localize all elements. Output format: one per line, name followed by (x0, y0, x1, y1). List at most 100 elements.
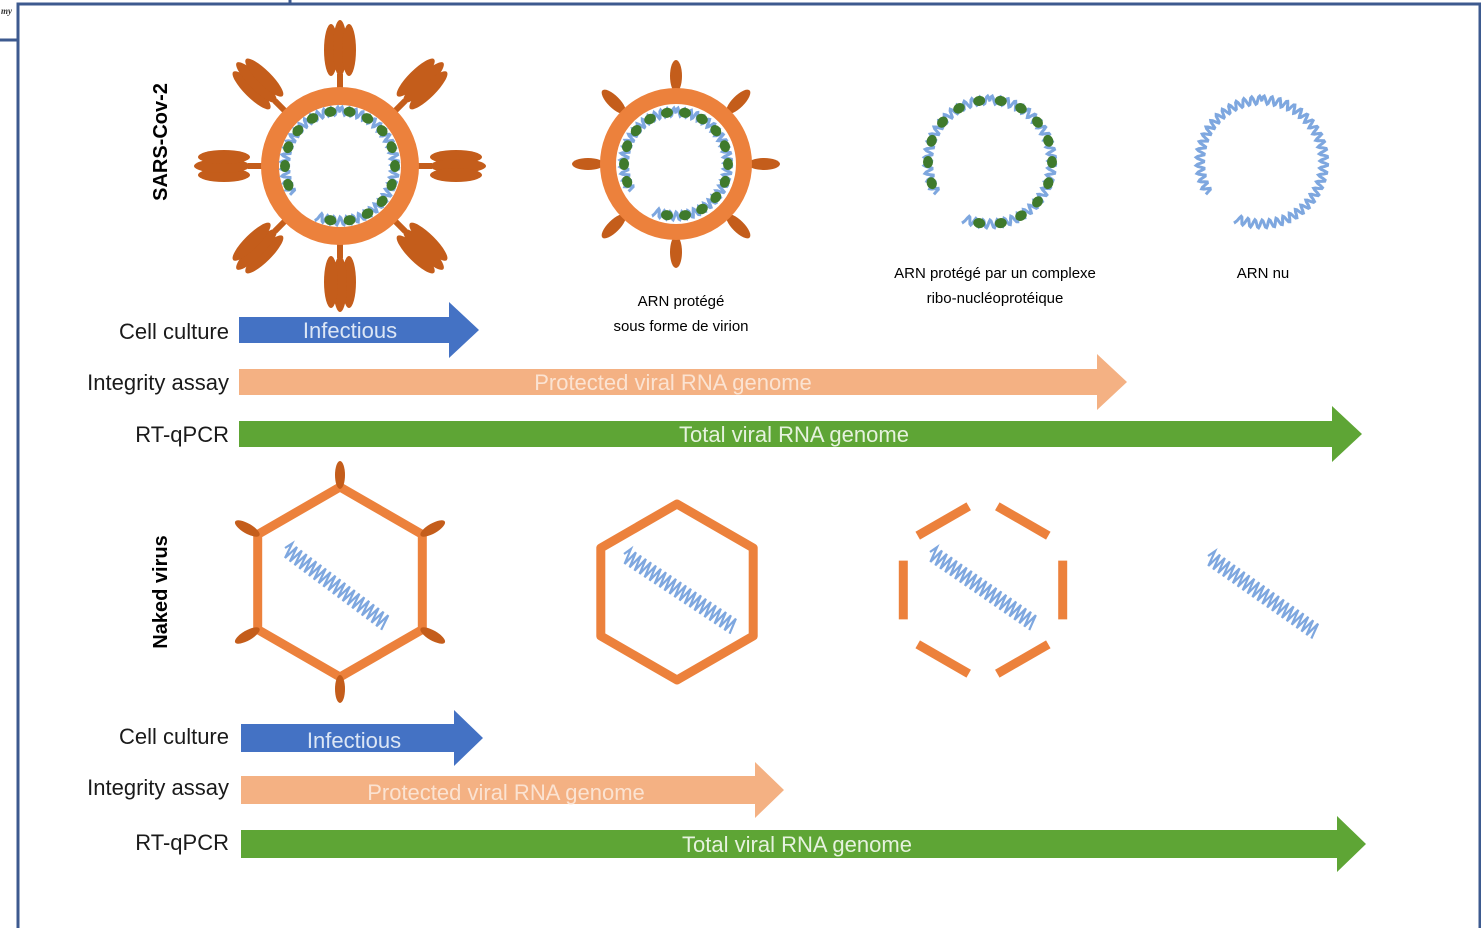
spike-lobe (342, 24, 356, 76)
nucleoprotein (280, 160, 290, 172)
nucleoprotein (696, 203, 708, 215)
spike-lobe (245, 58, 284, 97)
nucleoprotein (710, 124, 722, 137)
rna-helix (284, 540, 390, 631)
spike-protein (393, 219, 448, 274)
spike-small (748, 158, 780, 170)
nucleoprotein (661, 210, 673, 221)
rna-coil (1207, 548, 1320, 639)
spike-stalk (393, 98, 408, 113)
naked-rna-ring-illustration (1193, 93, 1330, 230)
spike-lobe (236, 62, 277, 103)
naked-rtqpcr-label: RT-qPCR (135, 830, 229, 855)
capsid-protrusion (420, 627, 446, 644)
spike-protein (601, 89, 626, 114)
naked-virus-broken-capsid-illustration (898, 502, 1068, 678)
spike-lobe (232, 222, 271, 261)
sars-cell-culture-arrow (239, 302, 479, 358)
nucleoprotein (361, 113, 374, 124)
nucleoprotein (926, 134, 937, 147)
broken-capsid-segment (915, 640, 971, 678)
spike-lobe (396, 58, 435, 97)
spike-small (601, 89, 626, 114)
nucleoprotein (343, 106, 356, 117)
caption-naked-rna: ARN nu (1237, 265, 1290, 282)
nucleoprotein (324, 215, 337, 226)
spike-stalk (272, 219, 287, 234)
nucleoprotein (390, 160, 400, 172)
spike-stalk (393, 219, 408, 234)
sars-rtqpcr-label: RT-qPCR (135, 422, 229, 447)
corner-text: my (1, 6, 13, 16)
spike-protein (418, 150, 486, 182)
rna-strand (278, 104, 401, 228)
spike-lobe (245, 235, 284, 274)
nucleoprotein (679, 210, 691, 221)
sars-integrity-label: Integrity assay (87, 370, 229, 395)
naked-rtqpcr-arrow (241, 816, 1366, 872)
spike-small (670, 60, 682, 92)
spike-stalk (337, 74, 343, 88)
nucleoprotein (719, 140, 731, 153)
spike-protein (194, 150, 262, 182)
nucleoprotein (994, 218, 1007, 229)
nucleoprotein (719, 175, 731, 188)
rna-coil (284, 540, 390, 631)
nucleoprotein (973, 95, 986, 106)
caption-complex-line2: ribo-nucléoprotéique (927, 290, 1064, 307)
spike-protein (601, 214, 626, 239)
rna-strand (617, 105, 734, 223)
nucleoprotein (937, 116, 948, 128)
nucleoprotein (1015, 103, 1027, 114)
sars-cell-culture-label: Cell culture (119, 319, 229, 344)
naked-rtqpcr-arrow-text: Total viral RNA genome (682, 832, 912, 857)
protected-virion-illustration (572, 60, 780, 268)
spike-small (572, 158, 604, 170)
nucleoprotein (621, 140, 633, 153)
spike-stalk (272, 98, 287, 113)
nucleoprotein (994, 95, 1007, 106)
spike-small (670, 236, 682, 268)
naked-integrity-arrow-text: Protected viral RNA genome (367, 780, 645, 805)
spike-small (726, 214, 751, 239)
spike-lobe (324, 256, 338, 308)
nucleoprotein (283, 141, 294, 154)
nucleoprotein (621, 175, 633, 188)
rna-helix (1207, 548, 1320, 639)
rna-strand (921, 93, 1058, 230)
broken-capsid-segment (995, 502, 1051, 540)
caption-virion-line2: sous forme de virion (613, 318, 748, 335)
capsid-protrusion (335, 675, 345, 703)
envelope (600, 88, 752, 240)
nucleoprotein (644, 113, 656, 125)
spike-small (726, 89, 751, 114)
rna-strand (1193, 93, 1330, 230)
nucleoprotein (923, 156, 933, 168)
spike-protein (670, 60, 682, 92)
nucleoprotein (1032, 116, 1043, 128)
nucleoprotein (630, 124, 642, 137)
naked-virus-intact-capsid-illustration (234, 461, 446, 703)
spike-protein (726, 214, 751, 239)
sars-rtqpcr-arrow-text: Total viral RNA genome (679, 422, 909, 447)
naked-integrity-label: Integrity assay (87, 775, 229, 800)
spike-small (601, 214, 626, 239)
spike-protein (748, 158, 780, 170)
spike-protein (670, 236, 682, 268)
spike-lobe (409, 222, 448, 261)
spike-lobe (409, 71, 448, 110)
spike-protein (232, 219, 287, 274)
sars-integrity-arrow (239, 354, 1127, 410)
broken-capsid-segment (915, 502, 971, 540)
nucleoprotein (1032, 196, 1043, 208)
capsid (596, 499, 758, 685)
nucleoprotein (973, 218, 986, 229)
nucleoprotein (343, 215, 356, 226)
spike-protein (726, 89, 751, 114)
nucleoprotein (723, 158, 733, 170)
nucleoprotein (1043, 177, 1054, 190)
capsid-protrusion (335, 461, 345, 489)
capsid-protrusion (420, 520, 446, 537)
nucleoprotein (1047, 156, 1057, 168)
